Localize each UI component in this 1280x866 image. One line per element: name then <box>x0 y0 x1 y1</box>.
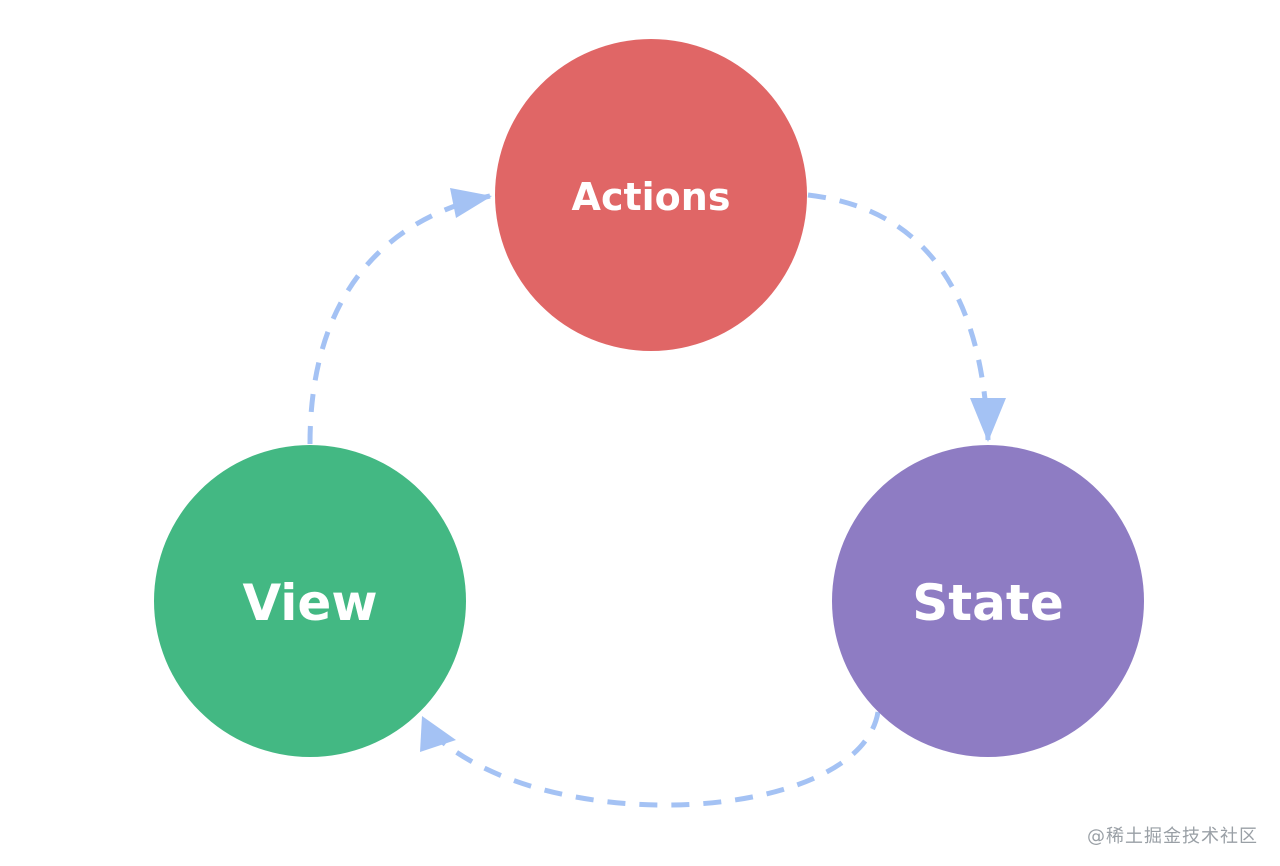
node-actions-circle <box>495 39 807 351</box>
node-actions-label: Actions <box>572 175 731 219</box>
node-state-circle <box>832 445 1144 757</box>
node-state-label: State <box>912 574 1063 632</box>
node-view-circle <box>154 445 466 757</box>
node-state: State <box>832 445 1144 757</box>
arrowhead-view <box>420 716 456 752</box>
arrowhead-actions <box>450 188 492 218</box>
edge-actions-to-state <box>807 192 991 441</box>
edge-state-to-view <box>438 711 881 808</box>
node-actions: Actions <box>495 39 807 351</box>
watermark-text: @稀土掘金技术社区 <box>1087 826 1258 847</box>
edge-view-to-actions <box>307 193 491 445</box>
arrowhead-state <box>970 398 1006 442</box>
node-view-label: View <box>242 574 377 632</box>
node-view: View <box>154 445 466 757</box>
